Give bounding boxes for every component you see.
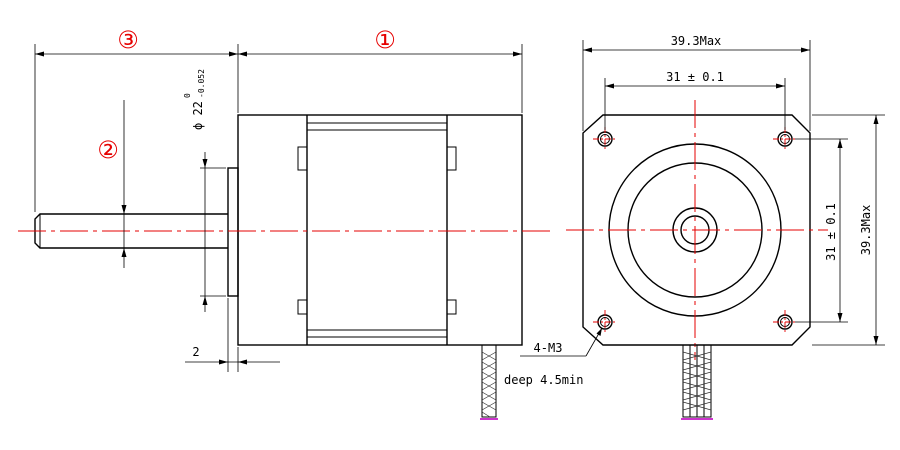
side-cable xyxy=(480,344,498,420)
flange-tol-lower: -0.052 xyxy=(197,69,206,98)
flange-height-label: 2 xyxy=(192,345,199,359)
dim-shaft-length: ③ xyxy=(34,26,239,212)
hole-depth-label: deep 4.5min xyxy=(504,373,583,387)
flange-boss xyxy=(227,167,239,297)
front-view: 39.3Max 31 ± 0.1 31 ± 0.1 39.3Max xyxy=(504,34,885,420)
dim-holes-leader: 4-M3 deep 4.5min xyxy=(504,327,603,387)
callout-body-length: ① xyxy=(374,26,396,54)
hole-spacing-v-label: 31 ± 0.1 xyxy=(824,203,838,261)
callout-shaft-length: ③ xyxy=(117,26,139,54)
dim-body-length: ① xyxy=(238,26,523,113)
dim-shaft-flat: ② xyxy=(97,100,127,268)
flange-tol-upper: 0 xyxy=(183,93,192,98)
hole-spacing-h-label: 31 ± 0.1 xyxy=(666,70,724,84)
height-max-label: 39.3Max xyxy=(859,205,873,256)
dim-width-max: 39.3Max xyxy=(582,34,811,131)
dim-flange-height: 2 xyxy=(185,298,280,372)
callout-shaft-flat: ② xyxy=(97,136,119,164)
width-max-label: 39.3Max xyxy=(671,34,722,48)
dim-hole-spacing-v: 31 ± 0.1 xyxy=(795,138,848,323)
svg-text:ϕ 22: ϕ 22 xyxy=(191,101,205,130)
holes-label: 4-M3 xyxy=(534,341,563,355)
front-body xyxy=(582,114,811,346)
dim-flange-diameter: ϕ 22 0 -0.052 xyxy=(183,69,226,312)
flange-diameter-label: ϕ 22 xyxy=(191,101,205,130)
dim-height-max: 39.3Max xyxy=(812,114,885,346)
motor-body xyxy=(237,114,523,346)
dim-hole-spacing-h: 31 ± 0.1 xyxy=(604,70,786,130)
side-view: ③ ① ② ϕ 22 0 -0.052 xyxy=(18,26,552,420)
mounting-holes xyxy=(593,127,797,334)
front-cable xyxy=(681,344,713,420)
stator-outline xyxy=(297,130,457,330)
